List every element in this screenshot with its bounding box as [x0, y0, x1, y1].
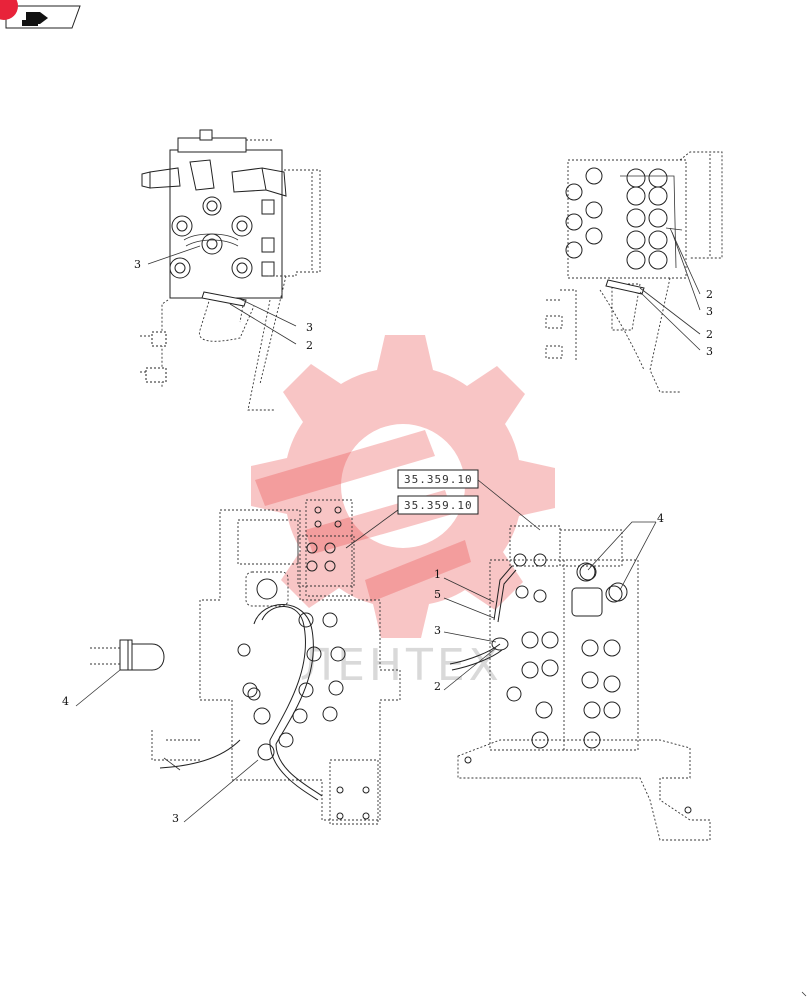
callout-br-1: 1: [434, 568, 441, 581]
red-badge: [0, 0, 18, 20]
callout-br-5: 4: [657, 512, 664, 525]
callout-tr-4: 3: [706, 345, 713, 358]
nav-badge[interactable]: [0, 0, 81, 29]
callout-bl-2: 3: [172, 812, 179, 825]
corner-mark: [801, 991, 807, 997]
callout-tl-3: 2: [306, 339, 313, 352]
view-top-left: [140, 129, 321, 411]
callout-tr-1: 2: [706, 288, 713, 301]
view-bottom-right: [443, 521, 711, 841]
callout-tr-2: 3: [706, 305, 713, 318]
callout-tl-1: 3: [134, 258, 141, 271]
bracket-part-4: [90, 639, 165, 671]
view-top-right: [545, 151, 723, 393]
callout-br-2: 5: [434, 588, 441, 601]
view-bottom-left: [75, 499, 401, 825]
svg-text:35.359.10: 35.359.10: [404, 499, 473, 512]
callout-tl-2: 3: [306, 321, 313, 334]
page-badge-icon: [22, 12, 48, 26]
reference-box-2[interactable]: 35.359.10: [397, 495, 479, 515]
svg-text:35.359.10: 35.359.10: [404, 473, 473, 486]
callout-bl-1: 4: [62, 695, 69, 708]
callout-labels: 3 3 2 2 3 2 3 4 3 1 5 3 2 4: [62, 258, 713, 825]
callout-br-3: 3: [434, 624, 441, 637]
reference-box-1[interactable]: 35.359.10: [397, 469, 479, 489]
callout-tr-3: 2: [706, 328, 713, 341]
callout-br-4: 2: [434, 680, 441, 693]
